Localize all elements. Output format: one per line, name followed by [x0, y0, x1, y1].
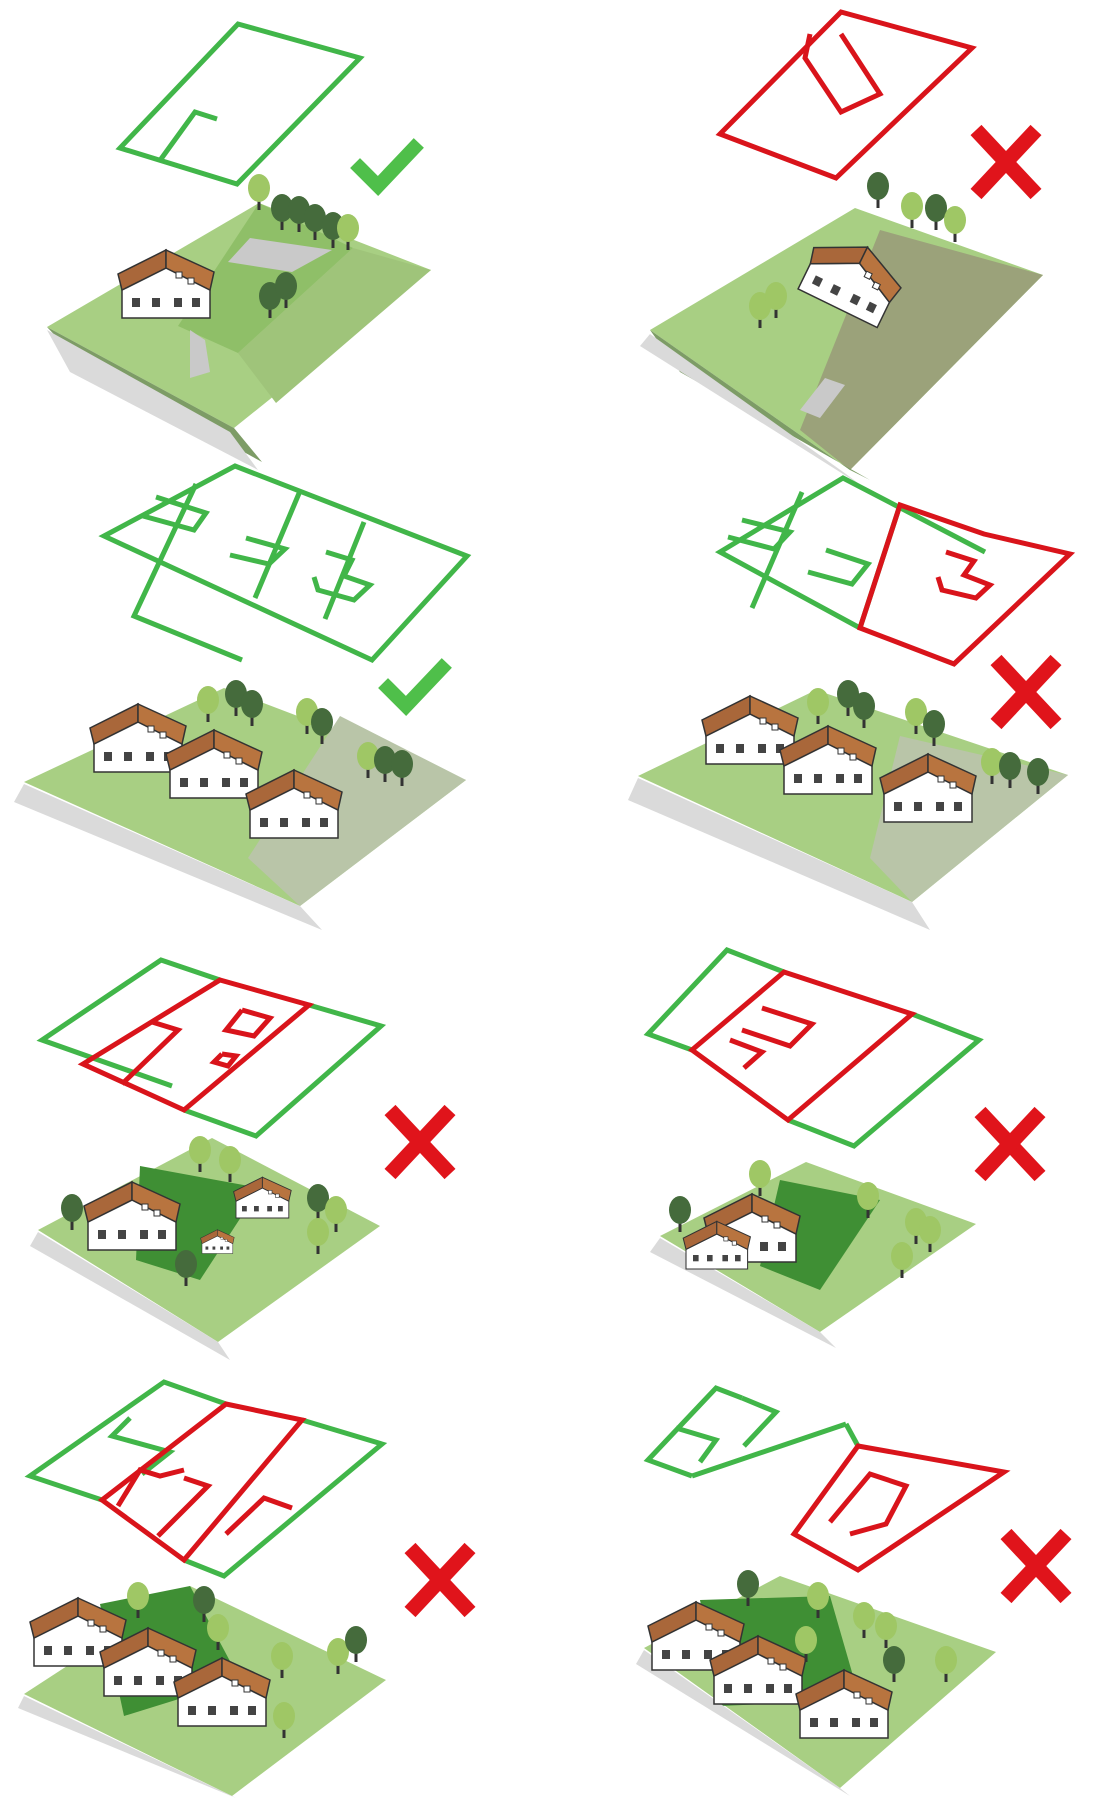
- cross-icon: [980, 1112, 1040, 1176]
- checkmark-icon: [388, 668, 442, 706]
- panel-row-of-three-good: [14, 466, 467, 930]
- plot-outline-plan: [720, 478, 985, 628]
- panel-backland-infill-bad: [30, 960, 450, 1360]
- plot-outline-plan: [30, 1382, 382, 1576]
- site-illustration: [18, 1582, 386, 1798]
- site-illustration: [30, 1136, 380, 1360]
- cross-icon: [390, 1110, 450, 1174]
- plot-outline-plan-highlight: [83, 980, 309, 1110]
- panel-single-plot-good: [47, 24, 431, 470]
- plot-outline-plan: [720, 12, 972, 178]
- site-illustration: [640, 172, 1043, 486]
- plot-outline-plan: [648, 1388, 858, 1476]
- panel-row-of-three-bad: [628, 478, 1070, 930]
- site-illustration: [650, 1160, 976, 1348]
- site-illustration: [636, 1570, 996, 1796]
- plot-outline-plan-highlight: [794, 1446, 1004, 1570]
- panel-three-plot-subdivision-bad: [18, 1382, 470, 1798]
- cross-icon: [1006, 1534, 1066, 1598]
- site-illustration: [47, 174, 431, 470]
- panel-single-plot-rotated-bad: [640, 12, 1043, 486]
- site-illustration: [14, 680, 466, 930]
- cross-icon: [996, 660, 1056, 724]
- cross-icon: [976, 130, 1036, 194]
- checkmark-icon: [360, 148, 414, 186]
- panel-tandem-extension-bad: [648, 950, 1040, 1348]
- plot-outline-plan-highlight: [692, 972, 912, 1120]
- plot-outline-plan-highlight: [860, 505, 1070, 664]
- plot-outline-plan: [104, 466, 467, 660]
- plot-outline-plan: [120, 24, 360, 184]
- cross-icon: [410, 1548, 470, 1612]
- panel-cluster-development-bad: [636, 1388, 1066, 1796]
